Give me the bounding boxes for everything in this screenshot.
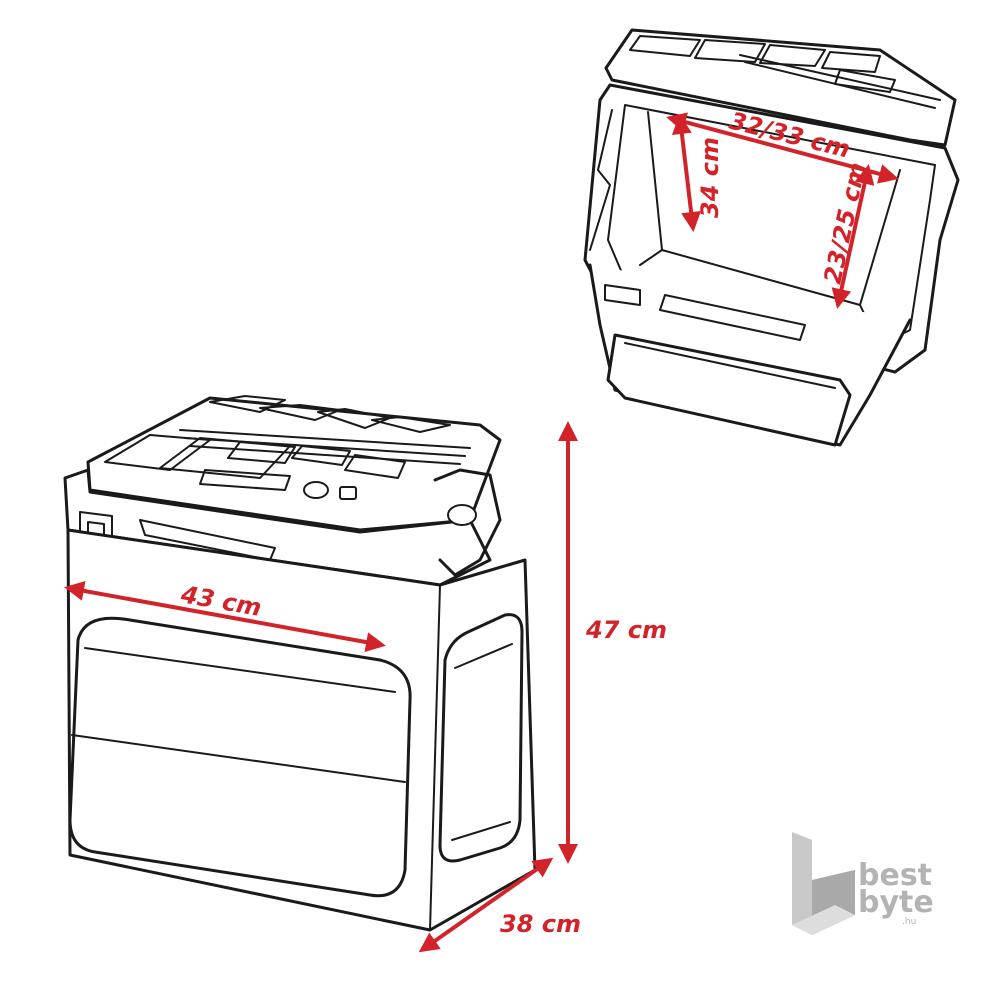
depth-label: 38 cm: [500, 910, 581, 938]
height-dimension: 47 cm: [558, 421, 667, 864]
bestbyte-logo: best byte .hu: [792, 832, 934, 935]
logo-suffix: .hu: [902, 917, 916, 927]
open-depth-left-dimension: 34 cm: [671, 114, 724, 232]
logo-line1: best: [858, 858, 932, 893]
depth-dimension: 38 cm: [418, 857, 581, 953]
height-label: 47 cm: [585, 616, 667, 644]
open-depth-left-label: 34 cm: [696, 137, 724, 218]
closed-cooler-illustration: [63, 395, 537, 932]
logo-line2: byte: [858, 885, 934, 920]
open-cooler-illustration: [583, 28, 960, 447]
